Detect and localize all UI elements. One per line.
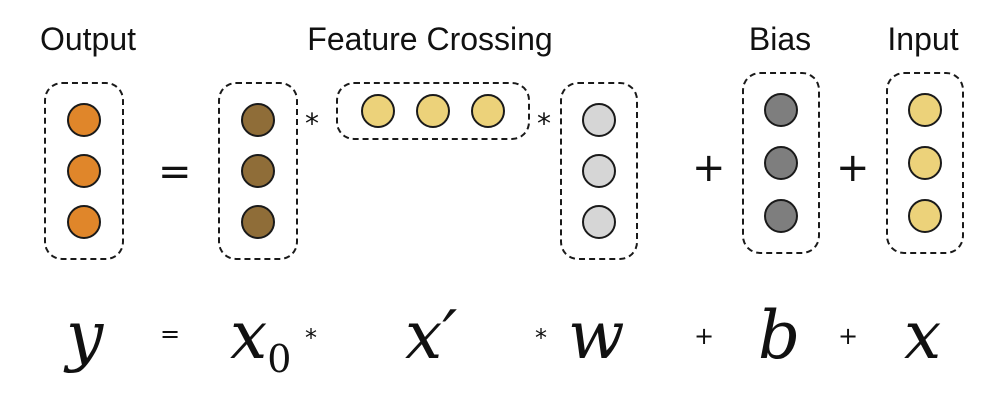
eq-w: w xyxy=(568,297,625,374)
eq-x0-subscript: 0 xyxy=(267,337,292,381)
eq-times: * xyxy=(305,324,317,352)
eq-x0: x0 xyxy=(230,296,291,381)
cross-node xyxy=(360,94,395,128)
cross-node xyxy=(415,94,450,128)
feature-vector-box xyxy=(218,82,298,260)
eq-equals: = xyxy=(160,320,181,348)
times-operator: * xyxy=(305,107,319,140)
equals-operator: = xyxy=(158,149,192,195)
output-heading: Output xyxy=(39,21,137,57)
eq-plus: + xyxy=(694,322,715,350)
output-node xyxy=(67,102,101,137)
bias-vector-box xyxy=(742,72,820,254)
feature-crossing-heading: Feature Crossing xyxy=(307,21,553,57)
eq-plus: + xyxy=(838,322,859,350)
bias-heading: Bias xyxy=(748,21,812,57)
eq-x0-base: x xyxy=(230,297,268,374)
bias-node xyxy=(764,93,798,128)
feature-node xyxy=(241,153,275,188)
eq-times: * xyxy=(535,324,547,352)
weight-node xyxy=(582,153,616,188)
cross-node xyxy=(471,94,506,128)
input-heading: Input xyxy=(887,21,959,57)
output-node xyxy=(67,205,101,240)
input-node xyxy=(908,93,942,128)
input-vector-box xyxy=(886,72,964,254)
eq-x-prime: x′ xyxy=(405,297,458,374)
weight-node xyxy=(582,102,616,137)
input-node xyxy=(908,145,942,180)
eq-x: x xyxy=(904,297,942,374)
times-operator: * xyxy=(537,107,551,140)
weight-node xyxy=(582,205,616,240)
cross-vector-box xyxy=(336,82,530,140)
plus-operator: + xyxy=(692,145,726,191)
weight-vector-box xyxy=(560,82,638,260)
bias-node xyxy=(764,198,798,233)
output-node xyxy=(67,153,101,188)
eq-b: b xyxy=(758,297,801,374)
feature-node xyxy=(241,102,275,137)
output-vector-box xyxy=(44,82,124,260)
feature-node xyxy=(241,205,275,240)
input-node xyxy=(908,198,942,233)
plus-operator: + xyxy=(836,145,870,191)
eq-y: y xyxy=(66,297,104,374)
bias-node xyxy=(764,145,798,180)
